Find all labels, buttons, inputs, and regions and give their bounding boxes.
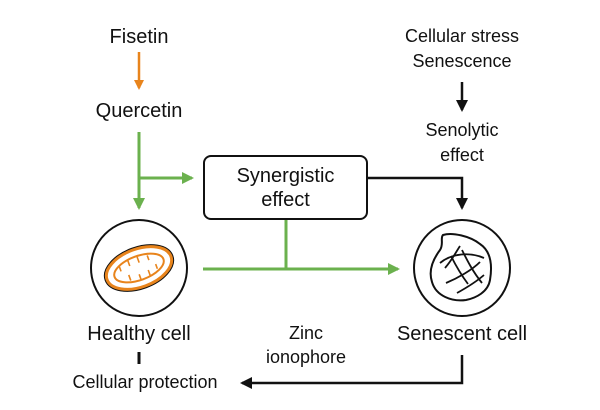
senescence-label: Senescence xyxy=(412,51,512,71)
arrow-senescent-to-protection xyxy=(240,355,464,389)
synergistic-effect-box: Synergistic effect xyxy=(203,155,368,220)
senescent-cell-icon xyxy=(413,219,511,317)
senolytic-effect-label-line2: effect xyxy=(440,145,484,165)
synergistic-effect-line2: effect xyxy=(261,188,310,211)
healthy-cell-label: Healthy cell xyxy=(87,323,191,345)
zinc-ionophore-label-line1: Zinc xyxy=(288,323,323,343)
senolytic-effect-label-line1: Senolytic xyxy=(425,120,499,140)
damaged-nucleus-icon xyxy=(429,233,492,302)
fisetin-label: Fisetin xyxy=(109,26,169,48)
senescent-cell-label: Senescent cell xyxy=(396,323,528,345)
cellular-stress-label: Cellular stress xyxy=(404,26,520,46)
mitochondrion-icon xyxy=(103,244,175,292)
healthy-cell-icon xyxy=(90,219,188,317)
arrow-synergistic-to-senescent xyxy=(368,176,468,210)
synergistic-effect-line1: Synergistic xyxy=(236,164,335,187)
cellular-protection-label: Cellular protection xyxy=(72,372,218,392)
quercetin-label: Quercetin xyxy=(95,100,183,122)
zinc-ionophore-label-line2: ionophore xyxy=(265,347,347,367)
